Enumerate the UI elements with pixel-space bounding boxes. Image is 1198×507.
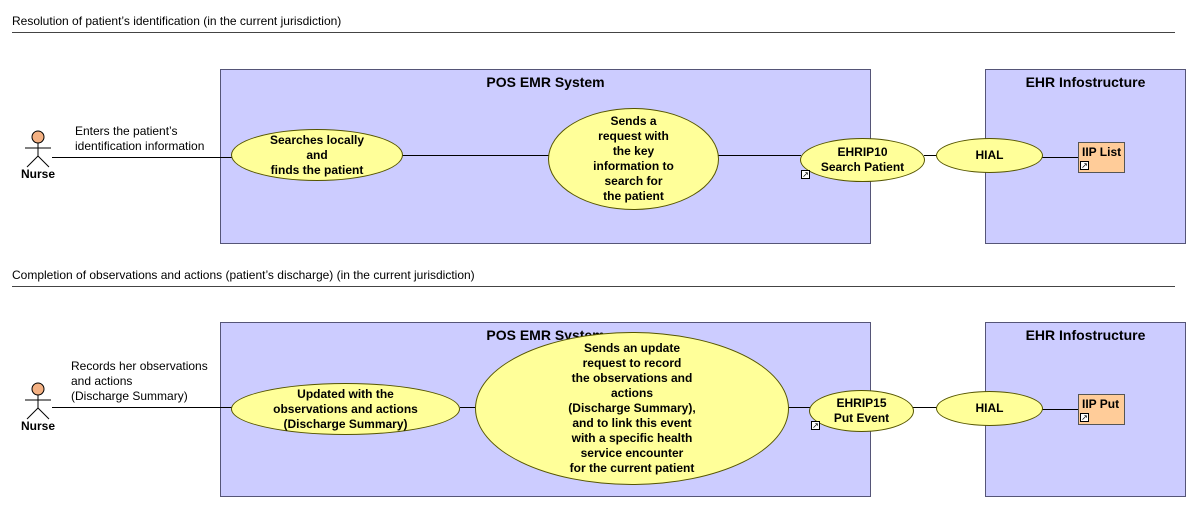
usecase-label: Searches locally and finds the patient (269, 132, 365, 177)
actor-nurse[interactable]: Nurse (20, 419, 55, 433)
link-arrow-icon: ↗ (811, 421, 820, 430)
usecase-label: Sends an update request to record the ob… (568, 341, 696, 475)
association-line (402, 155, 549, 156)
association-line (788, 407, 810, 408)
section-divider (12, 32, 1175, 33)
usecase-label: EHRIP15 Put Event (833, 396, 890, 425)
usecase-hial[interactable]: HIAL (936, 138, 1043, 173)
link-arrow-icon: ↗ (1080, 413, 1089, 422)
usecase-label: EHRIP10 Search Patient (820, 145, 905, 174)
pos-emr-system-title: POS EMR System (486, 74, 605, 90)
actor-stick-figure-icon (25, 382, 51, 420)
section-divider (12, 286, 1175, 287)
usecase-update-observations[interactable]: Updated with the observations and action… (231, 383, 460, 435)
component-label: IIP Put (1082, 397, 1120, 411)
usecase-label: Updated with the observations and action… (273, 386, 418, 431)
usecase-label: Sends a request with the key information… (593, 114, 674, 203)
link-arrow-icon: ↗ (1080, 161, 1089, 170)
link-arrow-icon: ↗ (801, 170, 810, 179)
usecase-ehrip15-put-event[interactable]: EHRIP15 Put Event (809, 390, 914, 432)
section-title: Resolution of patient’s identification (… (12, 14, 342, 28)
pos-emr-system-title: POS EMR System (486, 327, 605, 343)
usecase-search-locally[interactable]: Searches locally and finds the patient (231, 129, 403, 181)
usecase-label: HIAL (975, 401, 1004, 415)
usecase-send-update-request[interactable]: Sends an update request to record the ob… (475, 332, 789, 485)
section-title: Completion of observations and actions (… (12, 268, 475, 282)
actor-nurse[interactable]: Nurse (20, 167, 55, 181)
actor-stick-figure-icon (25, 130, 51, 168)
actor-note: Records her observations and actions (Di… (71, 359, 208, 403)
association-line (1042, 157, 1079, 158)
ehr-infostructure-title: EHR Infostructure (1025, 327, 1146, 343)
usecase-send-search-request[interactable]: Sends a request with the key information… (548, 108, 719, 210)
association-line (913, 407, 937, 408)
actor-note: Enters the patient’s identification info… (75, 124, 205, 153)
component-label: IIP List (1082, 145, 1122, 159)
usecase-hial[interactable]: HIAL (936, 391, 1043, 426)
association-line (718, 155, 801, 156)
usecase-ehrip10-search-patient[interactable]: EHRIP10 Search Patient (800, 138, 925, 182)
association-line (460, 407, 476, 408)
association-line (52, 407, 232, 408)
ehr-infostructure-title: EHR Infostructure (1025, 74, 1146, 90)
association-line (52, 157, 232, 158)
association-line (924, 155, 937, 156)
usecase-label: HIAL (975, 148, 1004, 162)
association-line (1042, 409, 1079, 410)
